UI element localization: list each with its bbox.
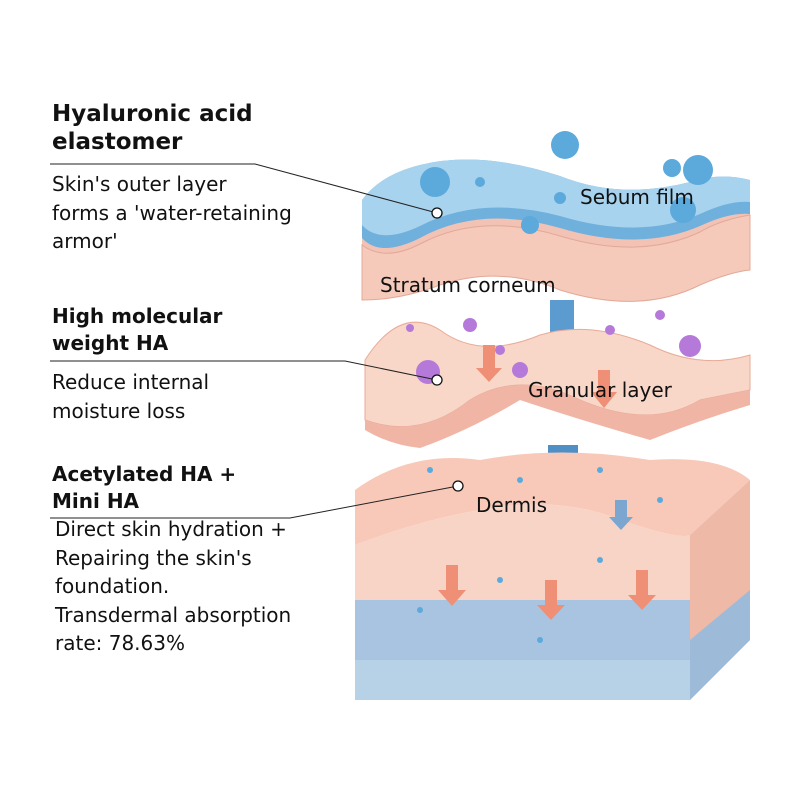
mini-ha-dots: [417, 467, 663, 643]
label-dermis: Dermis: [476, 493, 548, 517]
dermis-block: [355, 452, 750, 700]
label-sebum-film: Sebum film: [580, 185, 694, 209]
label-stratum-corneum: Stratum corneum: [380, 273, 556, 297]
callout-markers: [431, 207, 464, 492]
label-granular-layer: Granular layer: [528, 378, 672, 402]
absorption-arrows: [438, 345, 656, 620]
water-droplets: [420, 131, 713, 234]
section-3-body: Direct skin hydration +Repairing the ski…: [55, 517, 292, 655]
leader-lines: [50, 163, 459, 519]
granular-layer-edge: [365, 385, 750, 448]
section-3-title: Acetylated HA +Mini HA: [52, 462, 237, 513]
